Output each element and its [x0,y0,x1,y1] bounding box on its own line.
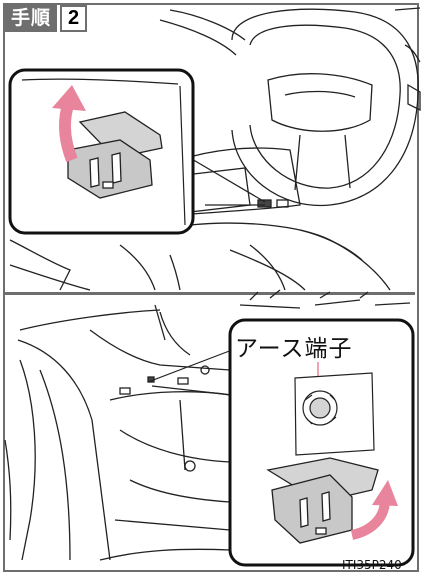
section-divider [5,292,415,295]
figure-code: ITI35P240 [342,558,402,572]
dashboard-illustration [0,0,424,295]
ground-terminal-label: アース端子 [235,329,352,363]
